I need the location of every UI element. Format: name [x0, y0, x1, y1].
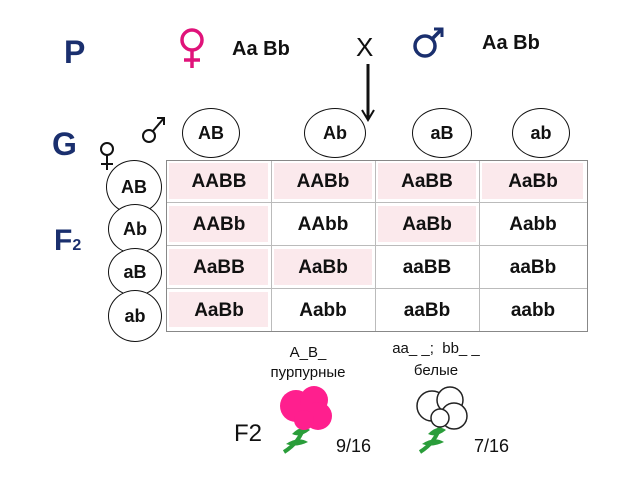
punnett-grid: AABB AABb AaBB AaBb AABb AAbb AaBb Aabb …: [166, 160, 588, 332]
offspring-label-letter: F: [54, 224, 73, 257]
male-gamete-a-b: Ab: [304, 108, 366, 158]
white-ratio: 7/16: [474, 436, 510, 456]
purple-cell-bg: [169, 249, 268, 285]
purple-phenotype-caption: пурпурные: [270, 364, 346, 381]
male-gamete-ab-lower: ab: [512, 108, 570, 158]
purple-cell-bg: [378, 163, 476, 199]
grid-line: [167, 245, 587, 246]
purple-cell-bg: [169, 163, 268, 199]
genotype-cell: AaBb: [508, 170, 558, 192]
genotype-cell: AaBb: [298, 256, 348, 278]
purple-flower-icon: [280, 386, 332, 454]
purple-cell-bg: [274, 249, 372, 285]
offspring-label-subscript: 2: [72, 237, 82, 254]
genotype-cell: AAbb: [297, 213, 349, 235]
arrow-down-icon: [361, 64, 375, 122]
male-symbol-small-icon: [142, 117, 165, 143]
cross-symbol: X: [356, 32, 374, 62]
purple-cell-bg: [378, 206, 476, 242]
f2-label: F2: [234, 420, 263, 447]
white-genotype-caption: aa_ _; bb_ _: [392, 340, 480, 357]
genotype-cell: Aabb: [299, 299, 347, 321]
male-parent-genotype: Aa Bb: [482, 32, 540, 54]
genotype-cell: AABB: [191, 170, 247, 192]
female-parent-genotype: Aa Bb: [232, 38, 290, 60]
grid-line: [479, 161, 480, 331]
male-gamete-a-upper-b: aB: [412, 108, 472, 158]
purple-cell-bg: [169, 292, 268, 327]
purple-ratio: 9/16: [336, 436, 372, 456]
genotype-cell: AaBB: [193, 256, 245, 278]
male-symbol-icon: [413, 27, 444, 58]
grid-line: [167, 202, 587, 203]
genotype-cell: AaBb: [402, 213, 452, 235]
genotype-cell: AABb: [192, 213, 246, 235]
female-gamete-a-b: Ab: [108, 204, 162, 254]
white-phenotype-caption: белые: [413, 362, 459, 379]
purple-cell-bg: [482, 163, 583, 199]
grid-line: [375, 161, 376, 331]
female-gamete-ab-lower: ab: [108, 290, 162, 342]
genotype-cell: aabb: [510, 299, 556, 321]
male-gamete-ab-upper: AB: [182, 108, 240, 158]
purple-cell-bg: [169, 206, 268, 242]
purple-genotype-caption: A_B_: [289, 344, 327, 361]
genotype-cell: AABb: [296, 170, 350, 192]
offspring-label: F2: [54, 224, 81, 258]
genotype-cell: AaBb: [194, 299, 244, 321]
grid-line: [167, 288, 587, 289]
parental-label: P: [64, 34, 86, 70]
female-symbol-icon: [180, 28, 204, 68]
genotype-cell: aaBb: [509, 256, 557, 278]
genotype-cell: aaBB: [402, 256, 452, 278]
grid-line: [271, 161, 272, 331]
genotype-cell: aaBb: [403, 299, 451, 321]
genotype-cell: Aabb: [509, 213, 557, 235]
purple-cell-bg: [274, 163, 372, 199]
female-symbol-small-icon: [100, 142, 114, 170]
gametes-label: G: [52, 126, 77, 162]
genotype-cell: AaBB: [401, 170, 453, 192]
female-gamete-a-upper-b: aB: [108, 248, 162, 296]
white-flower-icon: [416, 386, 468, 454]
